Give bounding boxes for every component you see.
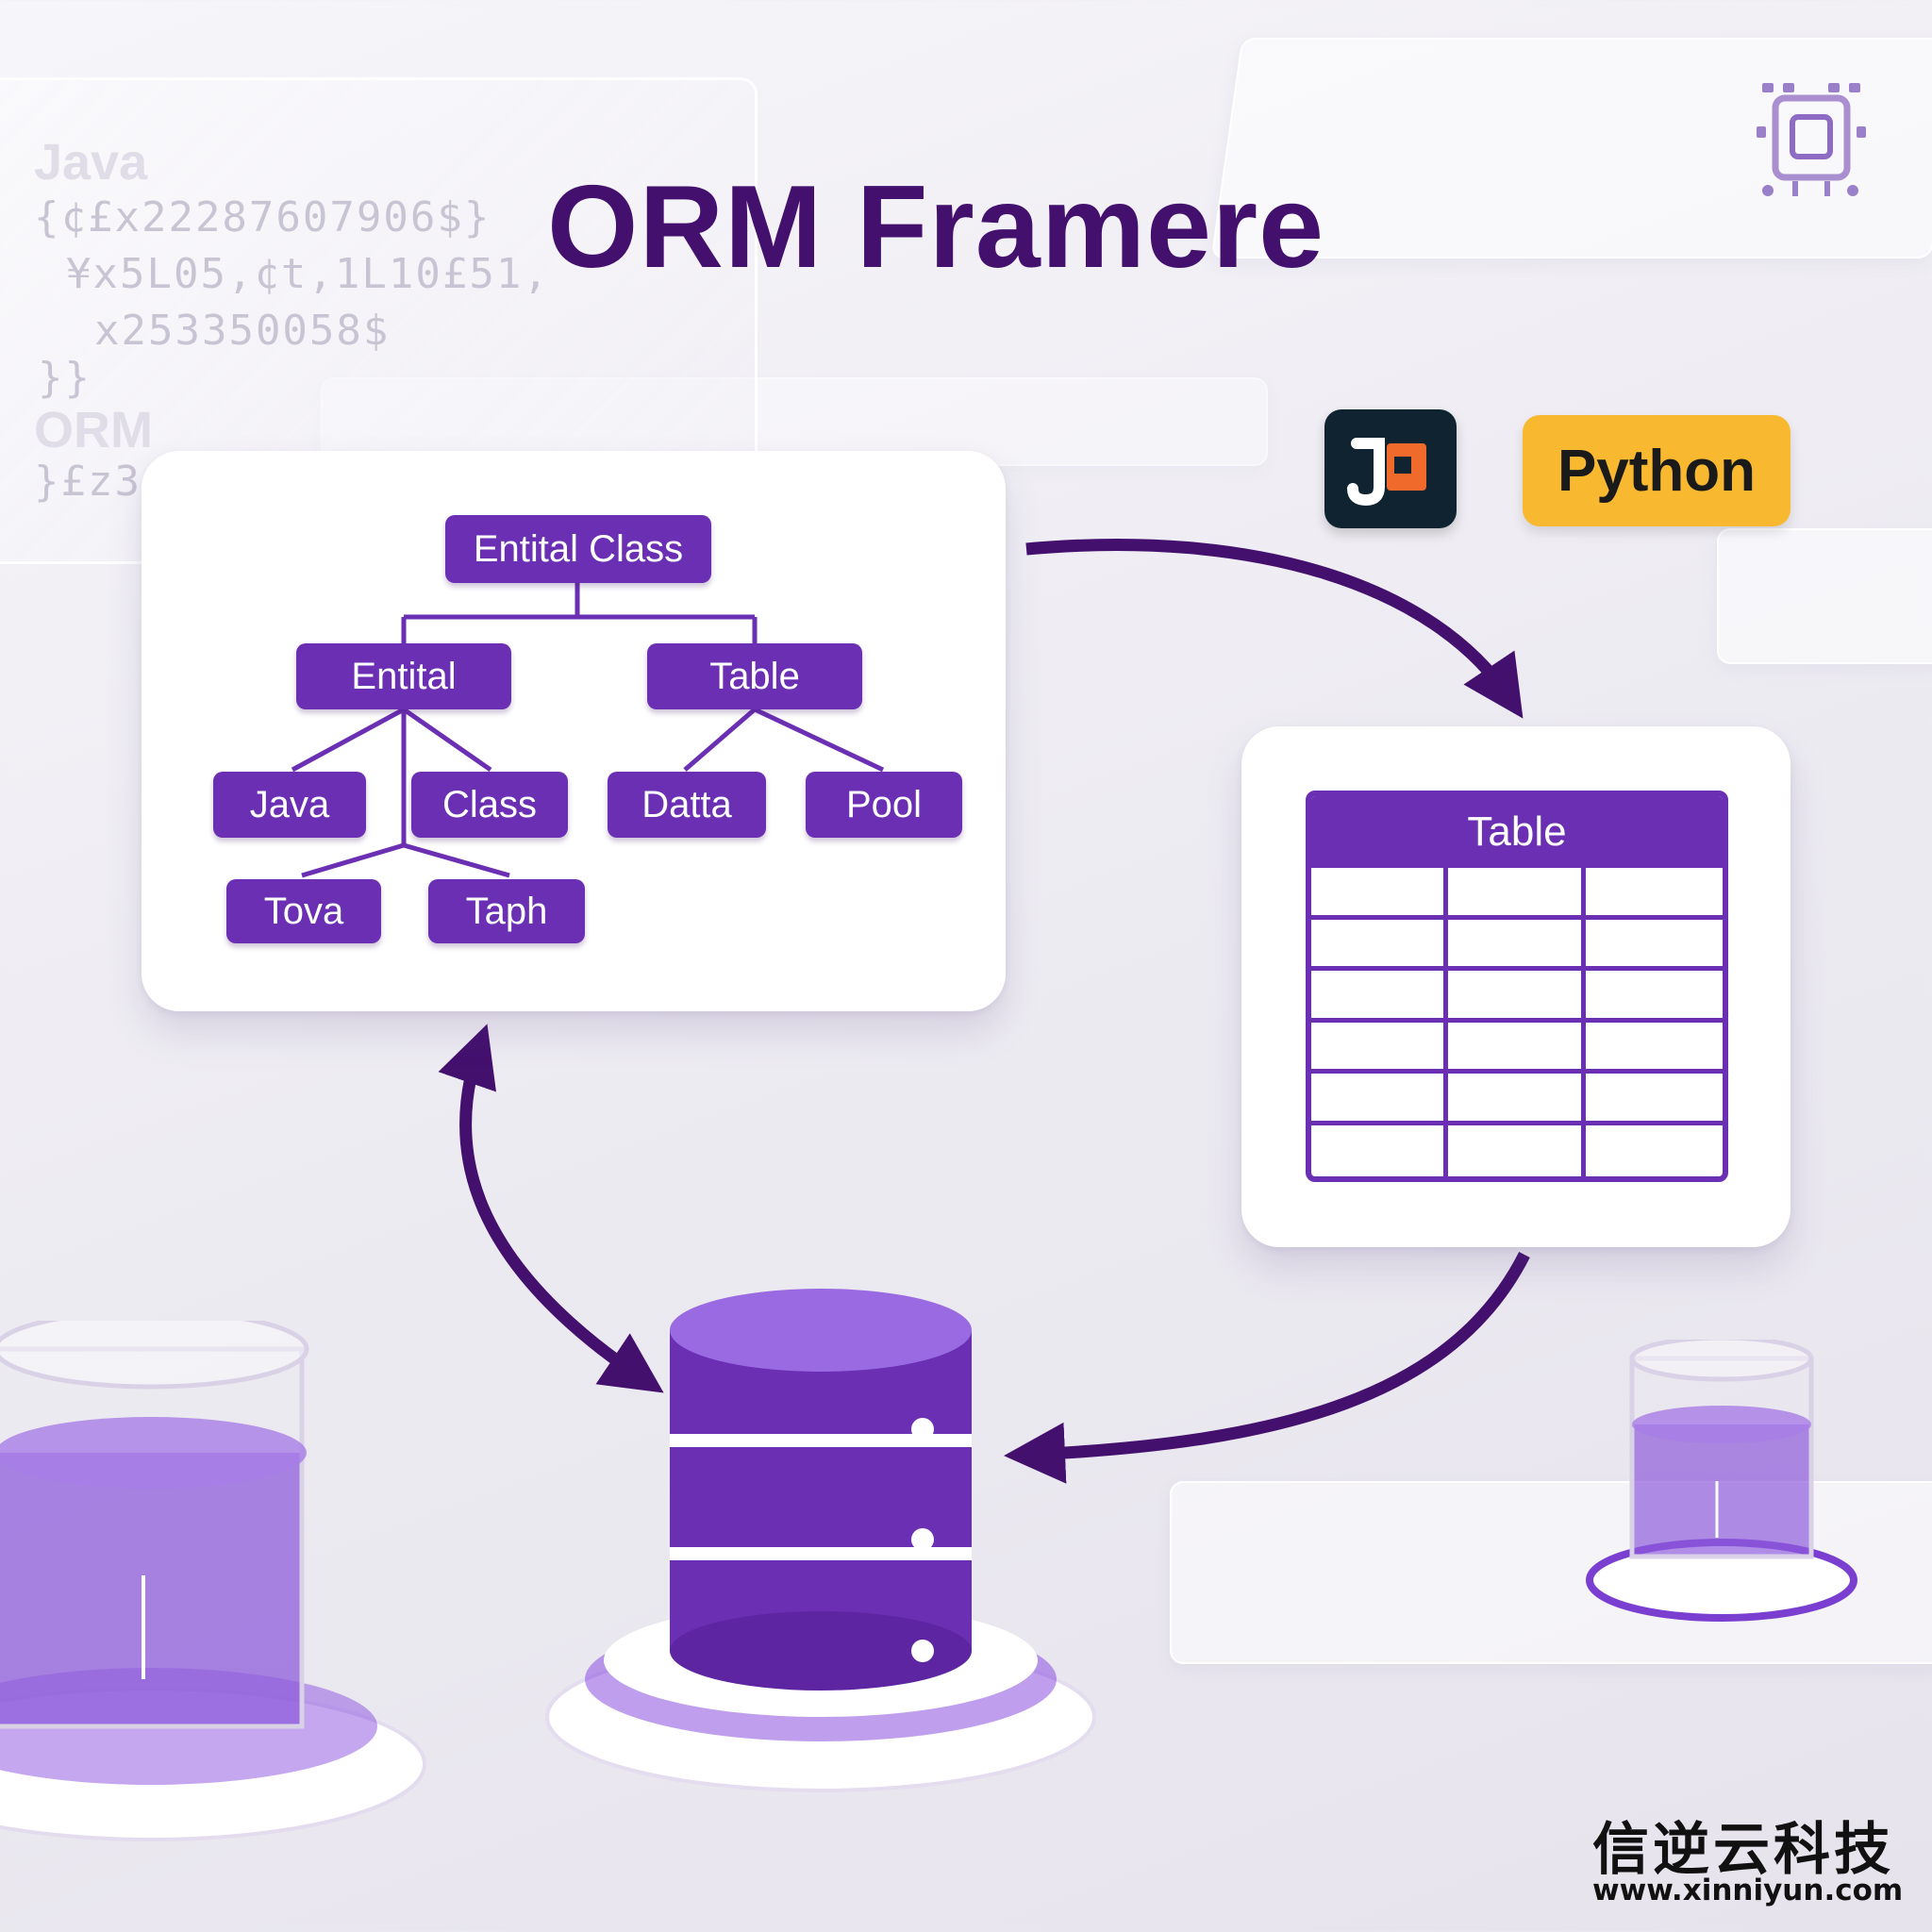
table-cell (1311, 1022, 1449, 1074)
table-cell (1448, 1124, 1586, 1176)
code-line: }£z3 (34, 458, 142, 506)
table-cell (1585, 1023, 1723, 1074)
brand-name: 信逆云科技 (1592, 1817, 1894, 1883)
table-cell (1448, 1022, 1586, 1074)
code-line: x253350058$ (94, 307, 391, 355)
arrow-entity-to-table (1025, 539, 1524, 719)
code-heading-orm: ORM (34, 402, 153, 458)
code-panel: Java {¢£x22287607906$} ¥x5L05,¢t,1L10£51… (0, 77, 758, 564)
beaker-left (0, 1321, 426, 1841)
node-taph: Taph (428, 879, 585, 943)
table-cell (1311, 1124, 1449, 1176)
table-cell (1585, 920, 1723, 971)
table-header: Table (1311, 796, 1723, 868)
table-cell (1311, 868, 1449, 920)
table-cell (1448, 868, 1586, 920)
database-icon (545, 1289, 1096, 1792)
table-cell (1585, 868, 1723, 920)
node-pool: Pool (806, 772, 962, 838)
node-datta: Datta (608, 772, 766, 838)
chip-icon (1757, 83, 1866, 196)
code-heading-java: Java (34, 134, 148, 191)
node-class: Class (411, 772, 568, 838)
node-tova: Tova (226, 879, 381, 943)
node-root: Entital Class (445, 515, 711, 583)
python-badge: Python (1523, 415, 1790, 526)
table-cell (1585, 971, 1723, 1023)
page-title: ORM Framere (547, 162, 1325, 292)
j-logo-icon (1324, 409, 1457, 528)
arrow-table-to-db (1004, 1252, 1530, 1484)
node-java: Java (213, 772, 366, 838)
table-cell (1448, 971, 1586, 1023)
node-entital: Entital (296, 643, 511, 709)
code-line: ¥x5L05,¢t,1L10£51, (66, 250, 550, 298)
table-cells (1311, 868, 1723, 1176)
table-cell (1448, 919, 1586, 971)
code-line: {¢£x22287607906$} (34, 193, 491, 242)
bg-slab-right-mid (1717, 528, 1932, 664)
brand-url: www.xinniyun.com (1592, 1874, 1904, 1907)
beaker-right (1586, 1340, 1857, 1622)
code-line: }} (38, 354, 92, 402)
table-cell (1585, 1074, 1723, 1125)
table-cell (1586, 1125, 1723, 1177)
table-cell (1311, 919, 1449, 971)
node-table: Table (647, 643, 862, 709)
table-grid: Table (1306, 791, 1728, 1182)
table-cell (1448, 1074, 1586, 1125)
table-cell (1311, 971, 1449, 1023)
table-cell (1311, 1074, 1449, 1125)
arrow-db-entity (438, 1024, 664, 1393)
